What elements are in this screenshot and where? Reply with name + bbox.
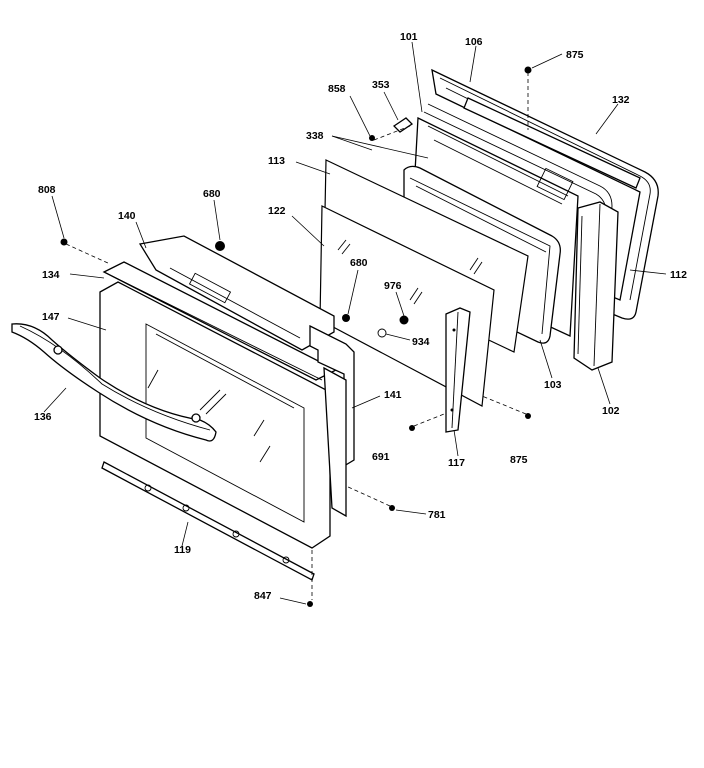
clip-353 [392,117,414,133]
callout-106: 106 [465,36,483,48]
side-channel-102 [573,201,619,371]
screw-858 [369,135,375,141]
callout-875-top: 875 [566,49,584,61]
washer-934 [377,328,387,338]
nut-680b [342,314,350,322]
assembly-lines [65,72,529,600]
callout-934: 934 [412,336,430,348]
bracket-117 [445,307,471,433]
callout-147: 147 [42,311,60,323]
callout-labels: 101 106 875 132 858 353 338 113 808 680 … [34,31,687,602]
nut-680a [215,241,225,251]
callout-119: 119 [174,544,191,556]
callout-847: 847 [254,590,272,602]
nut-976 [399,315,409,325]
callout-875-bottom: 875 [510,454,528,466]
fasteners [60,66,532,607]
screw-875b [525,413,531,419]
callout-781: 781 [428,509,446,521]
callout-691: 691 [372,451,390,463]
side-bracket-141 [309,324,355,518]
screw-808 [60,238,68,246]
callout-808: 808 [38,184,56,196]
handle-136 [11,323,217,442]
leader-lines [43,41,667,605]
top-panel-140 [138,235,335,351]
screw-847 [307,601,313,607]
trim-132 [463,97,641,189]
callout-858: 858 [328,83,346,95]
callout-338: 338 [306,130,324,142]
callout-140: 140 [118,210,136,222]
callout-353: 353 [372,79,390,91]
callout-680-mid: 680 [350,257,368,269]
callout-132: 132 [612,94,630,106]
callout-102: 102 [602,405,620,417]
screw-691 [409,425,415,431]
callout-680-top: 680 [203,188,221,200]
callout-112: 112 [670,269,687,281]
callout-103: 103 [544,379,562,391]
callout-141: 141 [384,389,402,401]
callout-136: 136 [34,411,52,423]
screw-781 [389,505,395,511]
callout-101: 101 [400,31,418,43]
callout-122: 122 [268,205,286,217]
callout-117: 117 [448,457,465,469]
callout-976: 976 [384,280,402,292]
callout-113: 113 [268,155,285,167]
callout-134: 134 [42,269,60,281]
screw-875a [524,66,532,74]
outer-panel [99,281,331,549]
